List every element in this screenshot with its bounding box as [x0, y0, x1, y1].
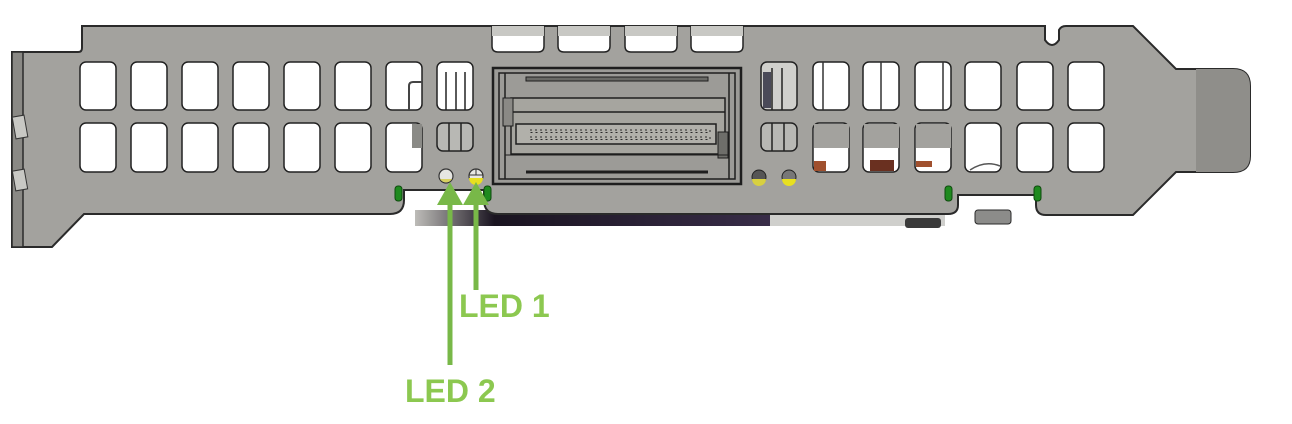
vent-holes-narrow-right [760, 61, 798, 152]
led-2-label: LED 2 [405, 373, 496, 409]
arrow-led-1 [463, 182, 489, 290]
internal-components [814, 62, 1001, 171]
screw-right-1 [751, 169, 767, 186]
vent-holes-left [79, 61, 423, 173]
led-2 [438, 168, 454, 184]
screw-right-2 [781, 169, 797, 186]
bracket-flange [11, 51, 24, 248]
vent-holes-narrow-left [436, 61, 474, 152]
bracket-tab [1196, 69, 1250, 172]
cage-pins-top [529, 129, 711, 140]
flange-clip-bottom [11, 168, 29, 192]
green-tabs [394, 185, 1042, 202]
arrow-led-2 [437, 182, 463, 365]
flange-clip-top [11, 114, 29, 140]
led-1 [468, 168, 484, 185]
led-1-label: LED 1 [459, 288, 550, 324]
transceiver-cage [491, 66, 743, 186]
